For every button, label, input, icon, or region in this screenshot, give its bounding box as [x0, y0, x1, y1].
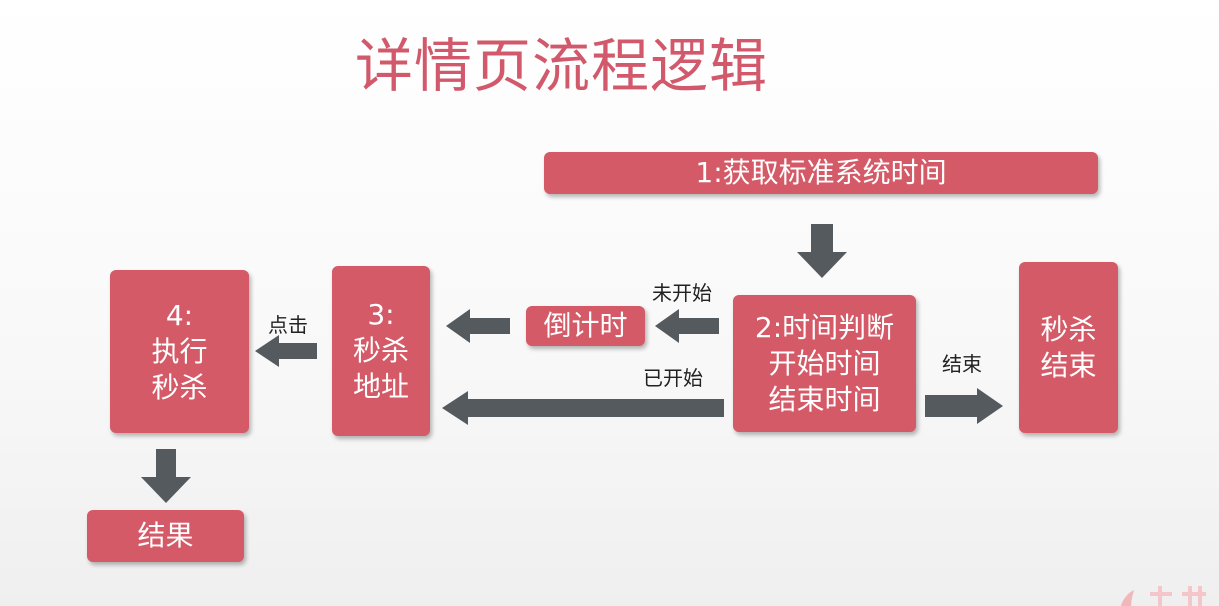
right-arrow-icon [925, 388, 1003, 424]
step2-line-1: 2:时间判断 [754, 310, 895, 344]
logo-icon [1120, 586, 1206, 606]
page-title: 详情页流程逻辑 [355, 32, 769, 100]
step3-seckill-address-box: 3: 秒杀 地址 [332, 266, 430, 436]
edge-label-click: 点击 [268, 313, 308, 337]
left-arrow-icon [655, 309, 719, 343]
down-arrow-icon [141, 449, 191, 503]
result-label: 结果 [137, 519, 194, 552]
arrow-step4-to-result [139, 447, 193, 505]
arrow-step2-to-ended [923, 386, 1005, 426]
ended-line-1: 秒杀 [1040, 312, 1097, 346]
arrow-step3-to-step4 [253, 333, 319, 369]
step4-line-1: 4: [165, 298, 194, 332]
edge-label-started: 已开始 [643, 366, 703, 390]
watermark-logo [1110, 578, 1219, 606]
step2-line-2: 开始时间 [768, 346, 881, 380]
left-arrow-icon [446, 309, 510, 343]
arrow-countdown-to-step3 [444, 307, 512, 345]
ended-line-2: 结束 [1040, 348, 1097, 382]
left-arrow-icon [255, 335, 317, 367]
step1-label: 1:获取标准系统时间 [695, 156, 947, 189]
step3-line-3: 地址 [352, 370, 409, 403]
step4-execute-seckill-box: 4: 执行 秒杀 [110, 270, 249, 433]
result-box: 结果 [87, 510, 244, 562]
arrow-step2-to-countdown [653, 307, 721, 345]
step4-line-2: 执行 [151, 334, 208, 368]
countdown-label: 倒计时 [543, 309, 628, 342]
edge-label-not-started: 未开始 [652, 281, 712, 305]
step1-get-system-time-box: 1:获取标准系统时间 [544, 152, 1098, 194]
step3-line-1: 3: [367, 298, 395, 331]
step2-time-check-box: 2:时间判断 开始时间 结束时间 [733, 295, 916, 432]
step2-line-3: 结束时间 [768, 382, 881, 416]
step4-line-3: 秒杀 [151, 370, 208, 404]
arrow-step2-to-step3 [440, 389, 726, 427]
arrow-step1-to-step2 [795, 222, 849, 280]
down-arrow-icon [797, 224, 847, 278]
left-arrow-icon [442, 391, 724, 425]
seckill-ended-box: 秒杀 结束 [1019, 262, 1118, 433]
countdown-box: 倒计时 [526, 306, 645, 346]
step3-line-2: 秒杀 [352, 334, 409, 367]
edge-label-ended: 结束 [942, 352, 982, 376]
